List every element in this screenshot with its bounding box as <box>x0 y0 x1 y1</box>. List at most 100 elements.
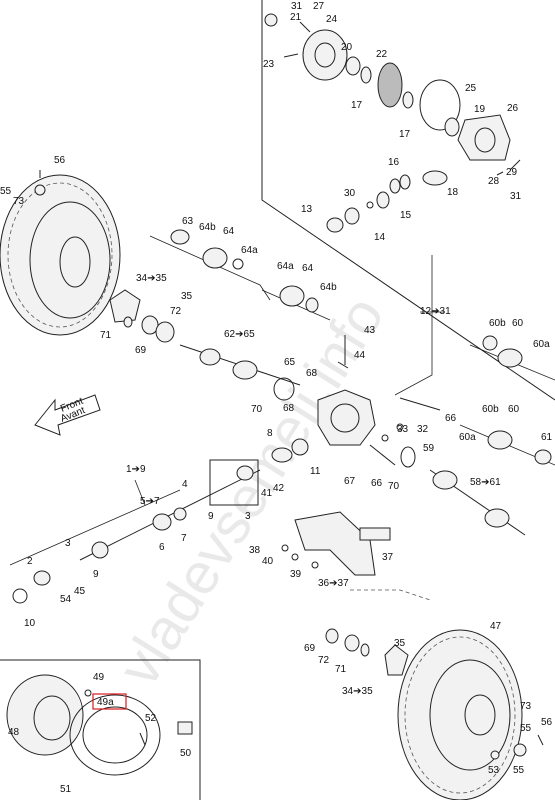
cv-joint-58-inner <box>432 470 458 490</box>
boot-60-upper <box>497 348 523 368</box>
callout-55a: 55 <box>0 186 12 197</box>
callout-69a: 69 <box>135 345 147 356</box>
callout-64ab: 64a <box>277 261 294 272</box>
tire-tread-dashes <box>7 182 113 328</box>
highlight-box-49a <box>92 693 127 710</box>
callout-43: 43 <box>364 325 376 336</box>
nut-55-lower <box>513 743 527 757</box>
callout-64ba: 64b <box>199 222 216 233</box>
o-ring-25 <box>419 79 461 131</box>
callout-55b: 55 <box>520 723 532 734</box>
rim-48 <box>6 674 84 756</box>
callout-61: 61 <box>541 432 553 443</box>
clamp-64b <box>305 297 319 313</box>
stud-66-lower <box>369 444 396 466</box>
callout-22: 22 <box>376 49 388 60</box>
callout-25: 25 <box>465 83 477 94</box>
left-rear-wheel <box>0 174 121 336</box>
callout-33: 33 <box>397 424 409 435</box>
tire-47-tread <box>404 636 516 794</box>
callout-64bb: 64b <box>320 282 337 293</box>
callout-68b: 68 <box>283 403 295 414</box>
coupler-11 <box>291 438 309 456</box>
cv-joint-inner <box>199 348 221 366</box>
front-arrow: Front Avant <box>34 394 101 436</box>
tire-inner <box>29 201 111 319</box>
clamp-64a-left <box>232 258 244 270</box>
coupler-8 <box>271 447 293 463</box>
callout-28: 28 <box>488 176 500 187</box>
callout-67: 67 <box>344 476 356 487</box>
slip-yoke-4 <box>91 541 109 559</box>
rear-differential-assembly <box>271 335 441 468</box>
ring-gear-22 <box>377 62 403 108</box>
callout-51: 51 <box>60 784 72 795</box>
callout-59: 59 <box>423 443 435 454</box>
callout-70a: 70 <box>251 404 263 415</box>
nut-73 <box>34 184 46 196</box>
callout-21: 21 <box>290 12 302 23</box>
callout-60a: 60 <box>512 318 524 329</box>
callout-62-65-bracket <box>149 235 271 301</box>
seal-21 <box>264 13 278 27</box>
spacer-71 <box>123 316 133 328</box>
seal-69-lower <box>325 628 339 644</box>
tire-outer <box>0 174 121 336</box>
callout-65: 65 <box>284 357 296 368</box>
callout-70b: 70 <box>388 481 400 492</box>
callout-12-31-leader <box>394 255 433 396</box>
bolt-27 <box>299 21 311 33</box>
callout-63: 63 <box>182 216 194 227</box>
callout-62: 62➔65 <box>224 329 255 340</box>
callout-71b: 71 <box>335 664 347 675</box>
callout-56a: 56 <box>54 155 66 166</box>
callout-53: 53 <box>488 765 500 776</box>
skid-plate-37 <box>294 511 376 576</box>
beadlock-ring-51-inner <box>82 706 148 764</box>
callout-36: 36➔37 <box>318 578 349 589</box>
callout-69b: 69 <box>304 643 316 654</box>
seal-70-right <box>400 446 416 468</box>
bearing-19 <box>444 117 460 137</box>
boot-6 <box>152 513 172 531</box>
callout-19: 19 <box>474 104 486 115</box>
plug-28 <box>496 171 504 176</box>
callout-20: 20 <box>341 42 353 53</box>
callout-2: 2 <box>27 556 33 567</box>
callout-54: 54 <box>60 594 72 605</box>
callout-23: 23 <box>263 59 275 70</box>
rim-47 <box>429 659 511 771</box>
ring-65 <box>273 377 295 401</box>
callout-48: 48 <box>8 727 20 738</box>
bolt-23 <box>283 53 299 58</box>
callout-35b: 35 <box>394 638 406 649</box>
callout-26: 26 <box>507 103 519 114</box>
callout-38: 38 <box>249 545 261 556</box>
housing-26-bore <box>474 127 496 153</box>
callout-64aa: 64a <box>241 245 258 256</box>
skid-plate-assembly <box>281 511 391 576</box>
callout-72a: 72 <box>170 306 182 317</box>
shim-17a <box>360 66 372 84</box>
callout-49: 49 <box>93 672 105 683</box>
callout-7: 7 <box>181 533 187 544</box>
hub-flange-34 <box>109 289 141 323</box>
callout-11: 11 <box>310 466 321 477</box>
callout-30: 30 <box>344 188 356 199</box>
clamp-60b-upper <box>482 335 498 351</box>
callout-42: 42 <box>273 483 285 494</box>
callout-6: 6 <box>159 542 165 553</box>
callout-39: 39 <box>290 569 302 580</box>
clamp-7 <box>173 507 187 521</box>
callout-10: 10 <box>24 618 36 629</box>
callout-32: 32 <box>417 424 429 435</box>
right-rear-wheel <box>325 628 544 800</box>
callout-5: 5➔7 <box>140 496 160 507</box>
differential-housing <box>317 389 376 446</box>
right-driveshaft <box>429 335 552 536</box>
callout-66b: 66 <box>371 478 383 489</box>
callout-50: 50 <box>180 748 192 759</box>
cv-joint-outer <box>232 360 258 380</box>
callout-55c: 55 <box>513 765 525 776</box>
